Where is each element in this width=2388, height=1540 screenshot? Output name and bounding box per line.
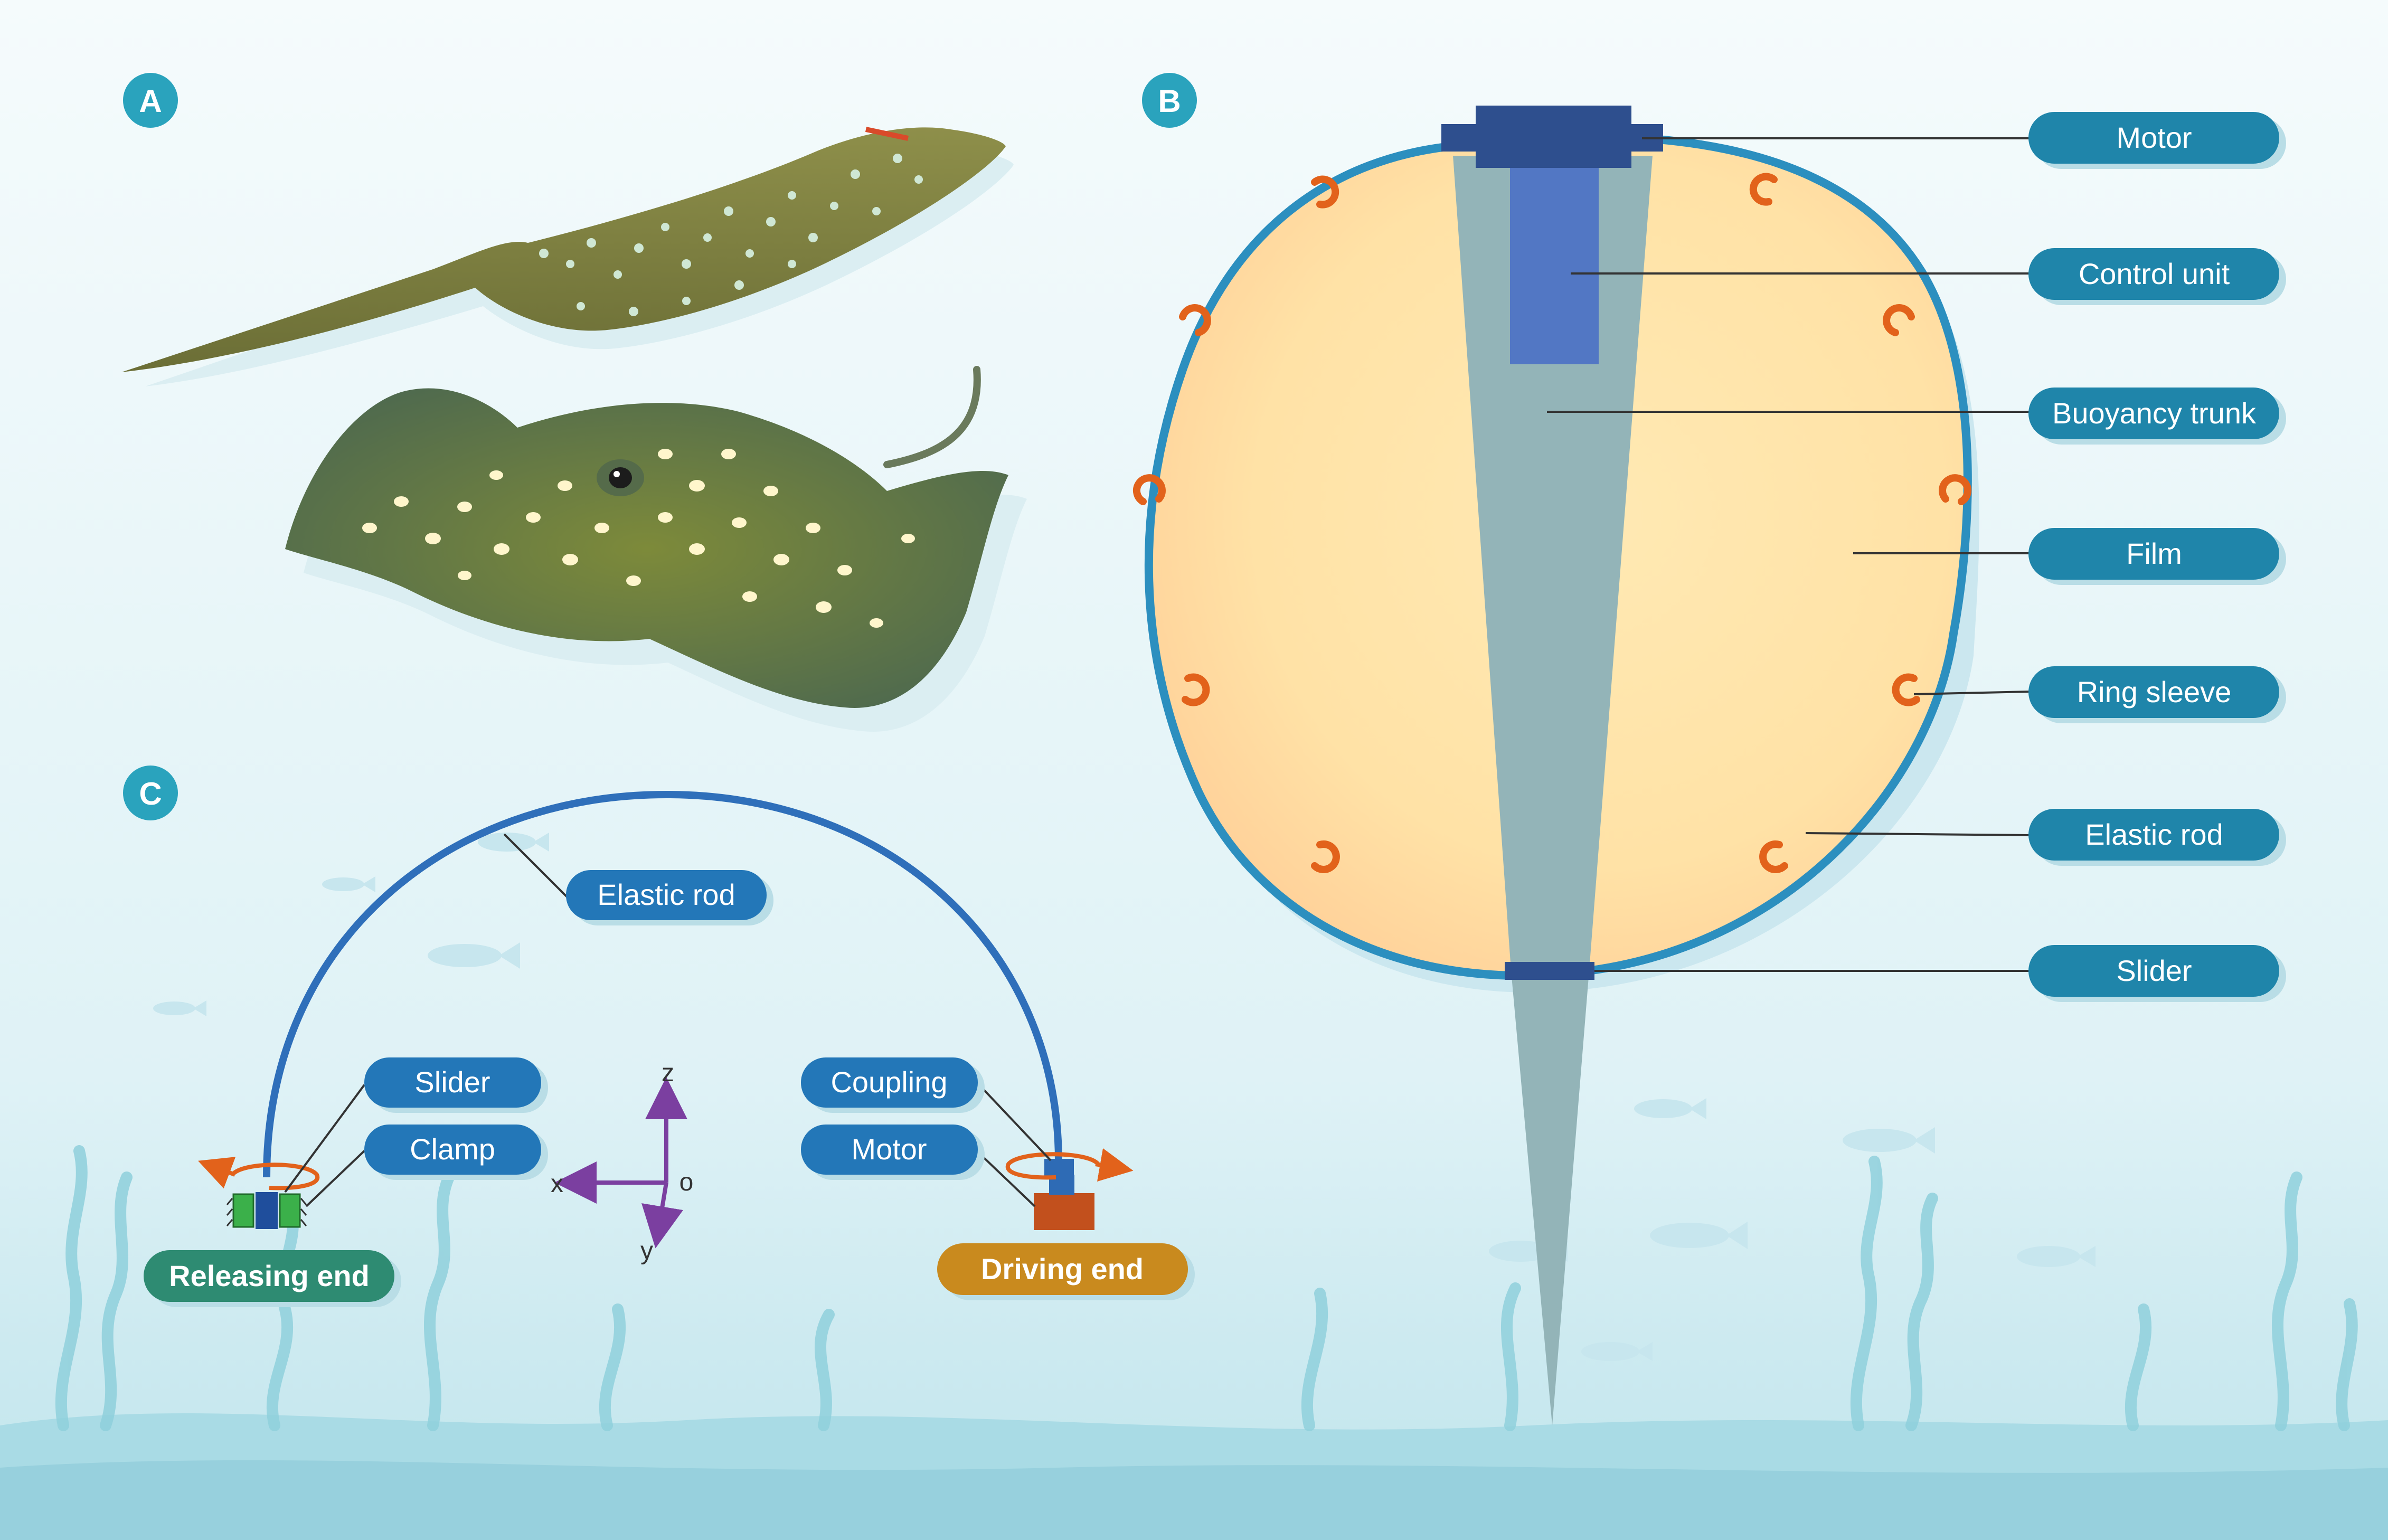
label-elastic-rod-c-text: Elastic rod xyxy=(597,878,735,911)
panel-a-badge: A xyxy=(123,73,178,128)
label-control-unit: Control unit xyxy=(2028,248,2286,305)
panel-c-leader-lines xyxy=(284,833,1052,1207)
slider-c xyxy=(256,1192,278,1229)
label-motor-text: Motor xyxy=(2116,121,2192,154)
driving-end-assembly xyxy=(1034,1159,1094,1230)
y-axis-label: y xyxy=(640,1237,653,1265)
label-slider-b-text: Slider xyxy=(2116,954,2192,987)
trunk-tail xyxy=(1511,970,1589,1425)
label-ring-sleeve: Ring sleeve xyxy=(2028,666,2286,723)
elastic-rod-arc xyxy=(263,790,1062,1178)
panel-b-badge: B xyxy=(1142,73,1197,128)
label-coupling: Coupling xyxy=(801,1057,985,1113)
stingray-top-view-icon xyxy=(285,366,1027,732)
seafloor-front xyxy=(0,1460,2388,1540)
label-motor-c: Motor xyxy=(801,1125,985,1180)
ring-sleeve-icon xyxy=(1132,173,1972,873)
label-slider-c-text: Slider xyxy=(414,1065,490,1099)
panel-b-letter: B xyxy=(1158,83,1181,119)
clamp-right xyxy=(279,1193,301,1228)
label-releasing-end: Releasing end xyxy=(144,1250,401,1307)
control-unit xyxy=(1510,161,1599,364)
label-buoyancy-trunk: Buoyancy trunk xyxy=(2028,388,2286,445)
x-axis-label: x xyxy=(551,1170,563,1198)
motor-c xyxy=(1034,1193,1094,1230)
label-motor: Motor xyxy=(2028,112,2286,169)
label-elastic-rod-c: Elastic rod xyxy=(566,870,773,925)
label-buoyancy-trunk-text: Buoyancy trunk xyxy=(2052,396,2257,430)
clamp-hatching-icon xyxy=(226,1198,307,1226)
label-elastic-rod-b: Elastic rod xyxy=(2028,809,2286,866)
label-elastic-rod-b-text: Elastic rod xyxy=(2085,818,2223,851)
label-driving-end-text: Driving end xyxy=(981,1252,1144,1286)
y-axis xyxy=(641,1182,683,1249)
axis-system: z x o y xyxy=(551,1059,693,1265)
label-clamp-text: Clamp xyxy=(410,1132,495,1166)
label-ring-sleeve-text: Ring sleeve xyxy=(2077,675,2232,708)
label-control-unit-text: Control unit xyxy=(2079,257,2230,290)
motor-base xyxy=(1441,124,1663,152)
label-slider-b: Slider xyxy=(2028,945,2286,1002)
rotation-arrow-releasing-icon xyxy=(198,1157,320,1191)
panel-b-leader-lines xyxy=(1547,137,2031,972)
label-releasing-end-text: Releasing end xyxy=(169,1259,370,1292)
rotation-arrow-driving-icon xyxy=(1005,1148,1134,1182)
seaweed-icon xyxy=(55,1145,2358,1431)
label-film-text: Film xyxy=(2126,537,2182,570)
label-film: Film xyxy=(2028,528,2286,585)
label-coupling-text: Coupling xyxy=(830,1065,947,1099)
releasing-end-assembly xyxy=(226,1192,307,1229)
origin-label: o xyxy=(679,1168,694,1196)
slider-block xyxy=(1505,962,1594,980)
label-motor-c-text: Motor xyxy=(851,1132,927,1166)
label-slider-c: Slider xyxy=(364,1057,548,1113)
buoyancy-trunk xyxy=(1453,156,1653,970)
label-driving-end: Driving end xyxy=(937,1243,1195,1300)
z-axis-label: z xyxy=(662,1059,674,1087)
panel-c-letter: C xyxy=(139,776,162,811)
elastic-rod-ring xyxy=(1144,133,1972,980)
panel-a-letter: A xyxy=(139,83,162,119)
label-clamp: Clamp xyxy=(364,1125,548,1180)
stingray-side-view-icon xyxy=(121,127,1014,386)
panel-c-badge: C xyxy=(123,766,178,820)
clamp-left xyxy=(232,1193,254,1228)
